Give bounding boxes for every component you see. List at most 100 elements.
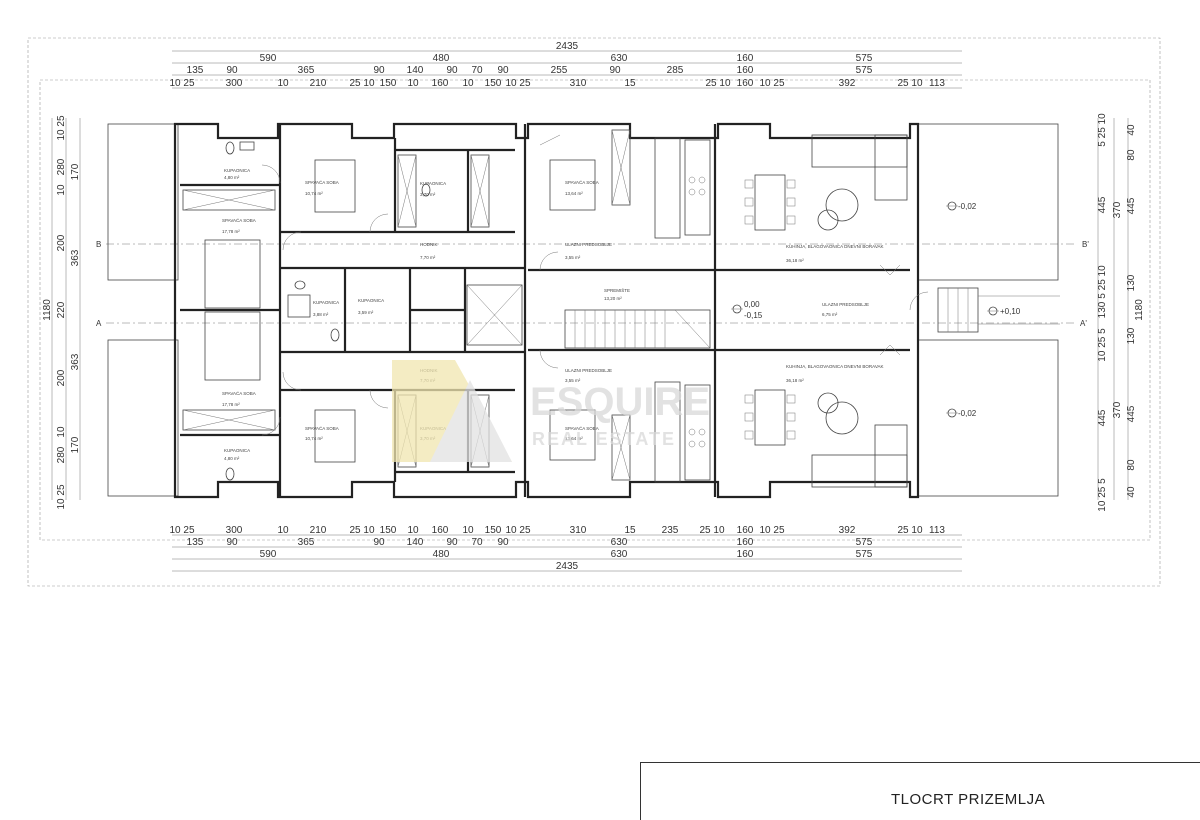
dim-left-a: 10 <box>56 184 67 196</box>
door <box>261 164 281 184</box>
dim-bottom-fine: 160 <box>737 525 754 536</box>
toilet <box>225 467 235 481</box>
dim-right-b: 370 <box>1112 401 1123 418</box>
door <box>261 416 281 436</box>
dim-top-fine: 25 10 <box>349 78 374 89</box>
dining-table <box>754 389 786 446</box>
dim-bottom-fine: 25 10 <box>349 525 374 536</box>
svg-text:+0,10: +0,10 <box>1000 307 1021 316</box>
dim-bottom-fine: 113 <box>929 525 945 536</box>
stove-burner <box>688 440 696 448</box>
dim-bottom-mid: 140 <box>407 537 424 548</box>
dim-bottom-fine: 150 <box>380 525 397 536</box>
svg-text:-0,02: -0,02 <box>958 202 977 211</box>
room-area: 36,18 m² <box>786 378 804 383</box>
top-dimension-lines <box>172 50 962 89</box>
sink <box>239 141 255 151</box>
dim-top-fine: 10 <box>462 78 474 89</box>
side-dimension-lines <box>51 118 1129 500</box>
dim-bottom-major: 160 <box>737 549 754 560</box>
dim-bottom-fine: 300 <box>226 525 243 536</box>
dim-top-fine: 150 <box>485 78 502 89</box>
dim-bottom-major: 630 <box>611 549 628 560</box>
room-label: KUHINJA, BLAGOVAONICA DNEVNI BORAVAK <box>786 364 884 369</box>
bed <box>314 409 356 463</box>
chair <box>744 412 754 422</box>
dim-right-a: 5 25 10 <box>1097 113 1108 147</box>
dim-top-mid: 135 <box>187 65 204 76</box>
door <box>539 134 561 146</box>
dim-bottom-total: 2435 <box>556 561 579 572</box>
dim-right-c: 130 <box>1126 327 1137 344</box>
door <box>539 251 559 271</box>
dim-bottom-fine: 160 <box>432 525 449 536</box>
dim-bottom-mid: 365 <box>298 537 315 548</box>
dim-left-a: 10 25 <box>56 115 67 140</box>
title-block: TLOCRT PRIZEMLJA <box>640 762 1200 820</box>
dim-bottom-mid: 90 <box>497 537 509 548</box>
site-outline-outer <box>27 37 1161 587</box>
bed <box>314 159 356 213</box>
stove-burner <box>698 188 706 196</box>
dim-right-a: 10 25 5 <box>1097 478 1108 512</box>
dim-left-b: 363 <box>70 353 81 370</box>
sofa <box>811 134 908 168</box>
section-marker-b-right: B' <box>1082 240 1089 249</box>
dim-top-mid: 140 <box>407 65 424 76</box>
dim-top-fine: 25 10 <box>705 78 730 89</box>
level-marker: -0,02 <box>946 408 977 418</box>
chair <box>786 197 796 207</box>
section-marker-b-left: B <box>96 240 101 249</box>
dim-top-major: 630 <box>611 53 628 64</box>
wardrobe <box>182 189 276 211</box>
room-label: ULAZNI PREDSOBLJE <box>565 242 612 247</box>
room-area: 10,74 m² <box>305 191 323 196</box>
svg-text:0,00: 0,00 <box>744 300 760 309</box>
door <box>539 349 559 369</box>
dim-right-c: 445 <box>1126 405 1137 422</box>
stove-burner <box>698 176 706 184</box>
terrace-right-top <box>917 123 1059 281</box>
dim-top-fine: 150 <box>380 78 397 89</box>
dim-left-b: 363 <box>70 249 81 266</box>
chair <box>744 179 754 189</box>
wardrobe <box>182 409 276 431</box>
dim-top-fine: 113 <box>929 78 945 89</box>
bed <box>549 409 596 461</box>
coffee-table <box>825 188 859 222</box>
staircase <box>564 309 711 349</box>
room-area: 10,74 m² <box>305 436 323 441</box>
svg-text:-0,02: -0,02 <box>958 409 977 418</box>
dim-top-mid: 90 <box>446 65 458 76</box>
shaft <box>466 284 523 346</box>
watermark-sub: REAL ESTATE <box>532 429 676 449</box>
dim-top-fine: 10 <box>407 78 419 89</box>
room-label: SPAVAĆA SOBA <box>565 425 599 431</box>
dim-left-b: 170 <box>70 163 81 180</box>
door <box>879 264 901 276</box>
sofa <box>874 424 908 488</box>
room-label: KUPAONICA <box>224 168 250 173</box>
section-marker-a-right: A' <box>1080 319 1087 328</box>
dim-right-a: 10 25 5 <box>1097 328 1108 362</box>
room-area: 3,55 m² <box>565 255 581 260</box>
door <box>909 291 929 311</box>
stove-burner <box>688 428 696 436</box>
dim-bottom-major: 590 <box>260 549 277 560</box>
door <box>282 231 302 251</box>
dim-top-major: 590 <box>260 53 277 64</box>
dim-top-fine: 160 <box>737 78 754 89</box>
level-marker: +0,10 <box>987 306 1021 316</box>
dim-bottom-fine: 15 <box>624 525 636 536</box>
kitchen-counter <box>684 384 711 481</box>
room-area: 36,18 m² <box>786 258 804 263</box>
dim-top-fine: 210 <box>310 78 327 89</box>
room-area: 6,75 m² <box>822 312 838 317</box>
dim-bottom-fine: 10 <box>407 525 419 536</box>
dim-top-fine: 310 <box>570 78 587 89</box>
dim-bottom-fine: 150 <box>485 525 502 536</box>
shower <box>287 294 311 318</box>
room-label: SPAVAĆA SOBA <box>305 179 339 185</box>
dim-top-major: 575 <box>856 53 873 64</box>
kitchen-counter <box>684 139 711 236</box>
